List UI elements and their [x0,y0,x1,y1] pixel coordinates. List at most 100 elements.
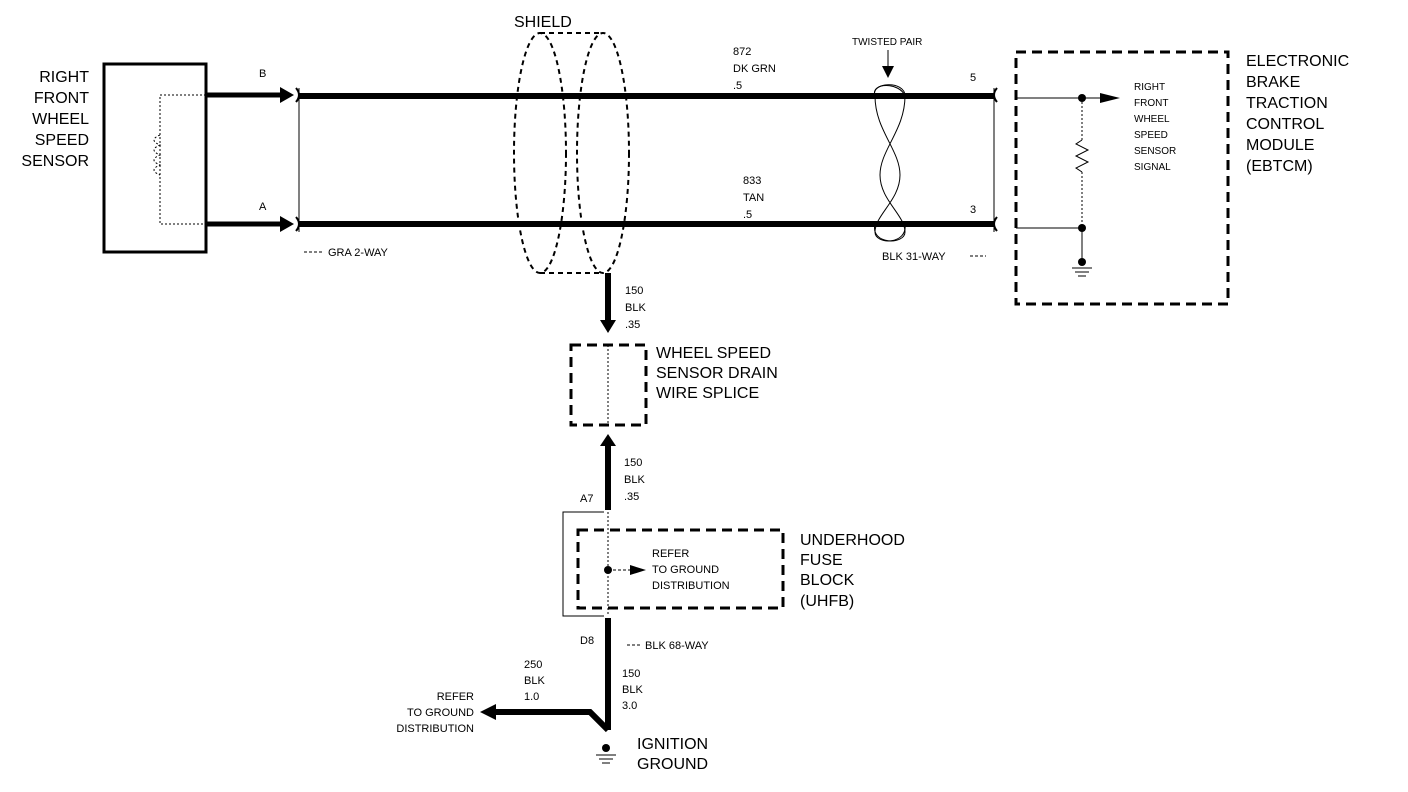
shield: SHIELD [513,14,630,274]
wire-lower-gauge: .5 [743,209,752,221]
uhfb-pin-a7-label: A7 [580,493,593,505]
sensor-label-line-3: WHEEL [32,111,89,128]
splice-label-line-1: WHEEL SPEED [656,345,771,362]
arrow-up-icon [600,434,616,446]
arrow-right-icon [280,216,294,232]
connector-tab-icon [993,216,998,232]
ebtcm-label-line-5: MODULE [1246,137,1314,154]
harness-wires: 872 DK GRN .5 833 TAN .5 [299,46,994,227]
arrow-left-icon [480,704,496,720]
twisted-pair-icon [874,84,906,242]
wire-upper-circuit: 872 [733,46,751,58]
ebtcm-label-line-1: ELECTRONIC [1246,53,1349,70]
sensor-connector: GRA 2-WAY [295,87,389,259]
ebtcm-label-line-6: (EBTCM) [1246,158,1313,175]
resistor-icon [1074,139,1090,173]
drain-wire-gauge: .35 [625,319,640,331]
drain-lower-color: BLK [624,474,645,486]
sensor-label-line-5: SENSOR [21,153,89,170]
uhfb-refer-line-1: REFER [652,548,689,560]
sensor-connector-label: GRA 2-WAY [328,247,389,259]
wire-lower-color: TAN [743,192,764,204]
sensor-box [102,62,208,254]
ebtcm-module: RIGHT FRONT WHEEL SPEED SENSOR SIGNAL EL… [1014,50,1349,306]
ground-main-color: BLK [622,684,643,696]
ebtcm-signal-line-1: RIGHT [1134,82,1165,93]
ebtcm-connector: 5 3 BLK 31-WAY [882,72,998,263]
ebtcm-label-line-3: TRACTION [1246,95,1328,112]
ground-branch-circuit: 250 [524,659,542,671]
ignition-ground-line-1: IGNITION [637,736,708,753]
sensor-coil-icon [153,134,162,176]
connector-tab-icon [993,87,998,103]
ebtcm-label-line-4: CONTROL [1246,116,1324,133]
drain-lower-gauge: .35 [624,491,639,503]
drain-wire-splice: WHEEL SPEED SENSOR DRAIN WIRE SPLICE [569,343,778,427]
arrow-down-icon [600,320,616,333]
splice-label-line-3: WIRE SPLICE [656,385,759,402]
drain-wire-circuit: 150 [625,285,643,297]
arrow-down-icon [882,66,894,78]
ignition-ground-line-2: GROUND [637,756,708,773]
sensor-pin-a: A [206,201,294,232]
sensor-label-line-2: FRONT [34,90,89,107]
connector-tab-icon [295,87,300,103]
drain-wire: 150 BLK .35 [600,273,646,333]
ground-branch-gauge: 1.0 [524,691,539,703]
sensor-internal-lead [159,94,206,225]
ebtcm-signal-line-3: WHEEL [1134,114,1170,125]
ebtcm-signal-line-2: FRONT [1134,98,1168,109]
branch-refer-line-3: DISTRIBUTION [396,723,474,735]
uhfb-connector-outline [562,511,604,617]
ebtcm-label-line-2: BRAKE [1246,74,1300,91]
wheel-speed-sensor: RIGHT FRONT WHEEL SPEED SENSOR [21,62,208,254]
ebtcm-pin-5-label: 5 [970,72,976,84]
ebtcm-signal-line-6: SIGNAL [1134,162,1171,173]
drain-wire-color: BLK [625,302,646,314]
shield-ring-left [513,32,567,274]
sensor-pin-a-label: A [259,201,267,213]
uhfb-label-line-2: FUSE [800,552,843,569]
drain-wire-lower: 150 BLK .35 A7 [580,434,645,510]
wire-lower-circuit: 833 [743,175,761,187]
shield-ring-right [576,32,630,274]
uhfb-refer-line-2: TO GROUND [652,564,719,576]
branch-refer-line-2: TO GROUND [407,707,474,719]
branch-refer-line-1: REFER [437,691,474,703]
uhfb-label-line-3: BLOCK [800,572,855,589]
drain-lower-circuit: 150 [624,457,642,469]
sensor-label-line-1: RIGHT [39,69,89,86]
uhfb-box [576,528,785,610]
wire-upper-color: DK GRN [733,63,776,75]
shield-label: SHIELD [514,14,572,31]
wire-upper-gauge: .5 [733,80,742,92]
ebtcm-connector-label: BLK 31-WAY [882,251,946,263]
uhfb-connector-label: BLK 68-WAY [645,640,709,652]
ebtcm-box [1014,50,1230,306]
ground-icon [1072,267,1092,277]
uhfb-label-line-4: (UHFB) [800,593,854,610]
sensor-pin-b: B [206,68,294,103]
ground-main-gauge: 3.0 [622,700,637,712]
uhfb-refer-line-3: DISTRIBUTION [652,580,730,592]
twisted-pair: TWISTED PAIR [852,37,922,242]
connector-tab-icon [295,216,300,232]
underhood-fuse-block: REFER TO GROUND DISTRIBUTION UNDERHOOD F… [562,511,905,652]
twisted-pair-label: TWISTED PAIR [852,37,922,48]
uhfb-pin-d8-label: D8 [580,635,594,647]
ebtcm-signal-line-4: SPEED [1134,130,1168,141]
ebtcm-signal-line-5: SENSOR [1134,146,1176,157]
sensor-pin-b-label: B [259,68,266,80]
ground-branch-color: BLK [524,675,545,687]
ground-icon [596,754,616,764]
splice-label-line-2: SENSOR DRAIN [656,365,778,382]
arrow-right-icon [280,87,294,103]
ground-main-circuit: 150 [622,668,640,680]
sensor-label-line-4: SPEED [35,132,89,149]
arrow-right-icon [1100,93,1120,103]
ebtcm-pin-3-label: 3 [970,204,976,216]
arrow-right-icon [630,565,646,575]
uhfb-label-line-1: UNDERHOOD [800,532,905,549]
ground-wiring: 150 BLK 3.0 250 BLK 1.0 REFER TO GROUND … [396,618,708,773]
